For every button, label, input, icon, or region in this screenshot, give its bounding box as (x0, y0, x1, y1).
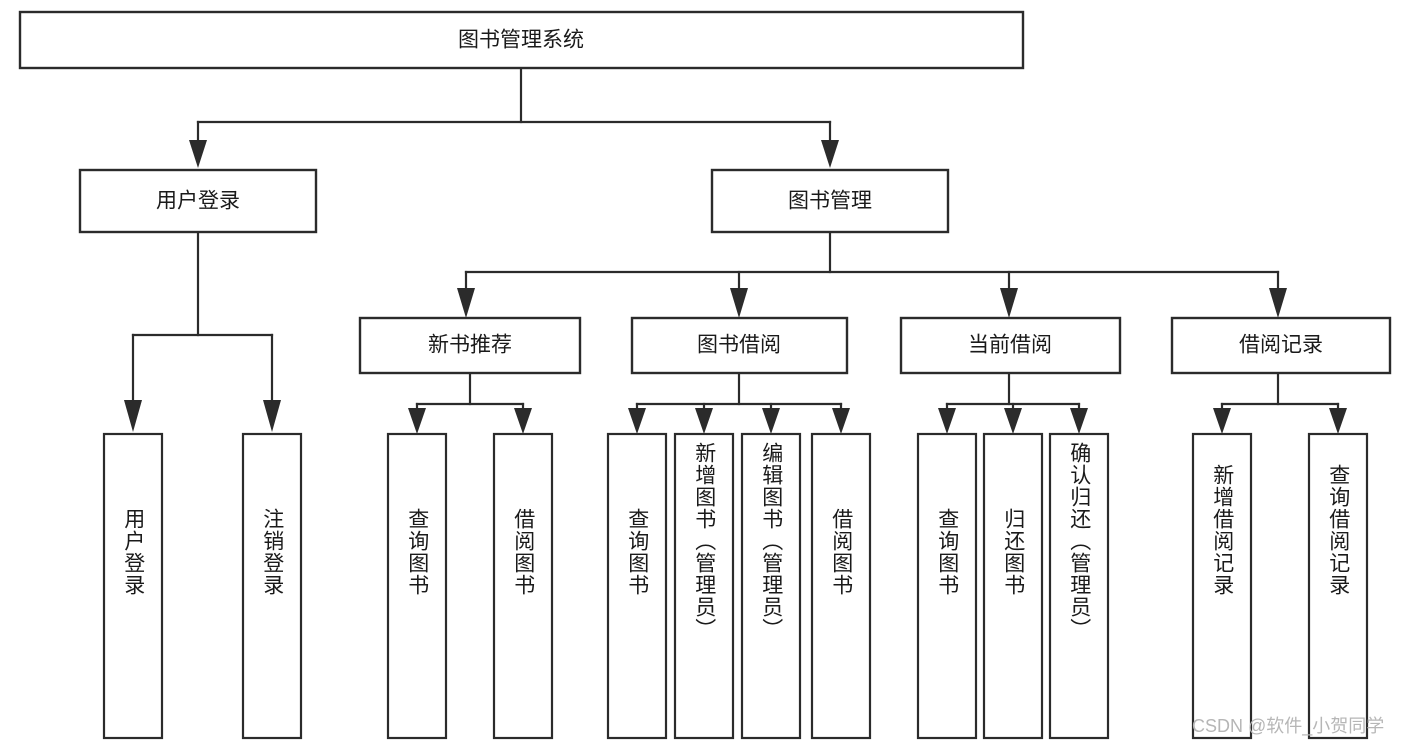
arrow-head-icon (1004, 408, 1022, 434)
leaf-box-cb-query[interactable] (916, 432, 978, 740)
arrow-head-icon (1329, 408, 1347, 434)
arrow-head-icon (762, 408, 780, 434)
leaf-box-br-query[interactable] (1307, 432, 1369, 740)
node-current-borrow[interactable]: 当前借阅 (899, 316, 1122, 375)
node-new-book-recommend[interactable]: 新书推荐 (358, 316, 582, 375)
node-borrow-record[interactable]: 借阅记录 (1170, 316, 1392, 375)
arrow-head-icon (628, 408, 646, 434)
arrow-head-icon (457, 288, 475, 318)
connector-bookborrow-to-leaves (628, 371, 850, 434)
arrow-head-icon (832, 408, 850, 434)
arrow-head-icon (408, 408, 426, 434)
node-new-book-recommend-label: 新书推荐 (428, 334, 512, 357)
leaf-box-cb-return[interactable] (982, 432, 1044, 740)
connector-newbook-to-leaves (408, 371, 532, 434)
leaf-box-bb-borrow[interactable] (810, 432, 872, 740)
arrow-head-icon (821, 140, 839, 168)
arrow-head-icon (1213, 408, 1231, 434)
leaf-box-user-login[interactable] (102, 432, 164, 740)
node-book-borrow-label: 图书借阅 (697, 334, 781, 357)
arrow-head-icon (1070, 408, 1088, 434)
leaf-box-bb-edit[interactable] (740, 432, 802, 740)
leaf-box-nb-query[interactable] (386, 432, 448, 740)
connector-currentborrow-to-leaves (938, 371, 1088, 434)
arrow-head-icon (730, 288, 748, 318)
node-user-login-label: 用户登录 (156, 190, 240, 213)
arrow-head-icon (695, 408, 713, 434)
watermark: CSDN @软件_小贺同学 (1192, 716, 1385, 736)
leaf-box-bb-add[interactable] (673, 432, 735, 740)
connector-userlogin-to-leaves (124, 230, 281, 432)
arrow-head-icon (938, 408, 956, 434)
connector-borrowrecord-to-leaves (1213, 371, 1347, 434)
leaf-box-logout[interactable] (241, 432, 303, 740)
node-root-label: 图书管理系统 (458, 29, 584, 52)
node-borrow-record-label: 借阅记录 (1239, 334, 1323, 357)
arrow-head-icon (189, 140, 207, 168)
node-book-manage[interactable]: 图书管理 (710, 168, 950, 234)
node-current-borrow-label: 当前借阅 (968, 334, 1052, 357)
node-root[interactable]: 图书管理系统 (18, 10, 1025, 70)
connector-bookmanage-to-level3 (457, 230, 1287, 318)
connector-root-to-level2 (189, 66, 839, 168)
leaf-boxes (102, 432, 1369, 740)
leaf-box-nb-borrow[interactable] (492, 432, 554, 740)
leaf-box-br-add[interactable] (1191, 432, 1253, 740)
leaf-box-cb-confirm[interactable] (1048, 432, 1110, 740)
node-user-login[interactable]: 用户登录 (78, 168, 318, 234)
node-book-manage-label: 图书管理 (788, 190, 872, 213)
arrow-head-icon (1000, 288, 1018, 318)
node-book-borrow[interactable]: 图书借阅 (630, 316, 849, 375)
arrow-head-icon (514, 408, 532, 434)
arrow-head-icon (263, 400, 281, 432)
arrow-head-icon (1269, 288, 1287, 318)
leaf-box-bb-query[interactable] (606, 432, 668, 740)
arrow-head-icon (124, 400, 142, 432)
